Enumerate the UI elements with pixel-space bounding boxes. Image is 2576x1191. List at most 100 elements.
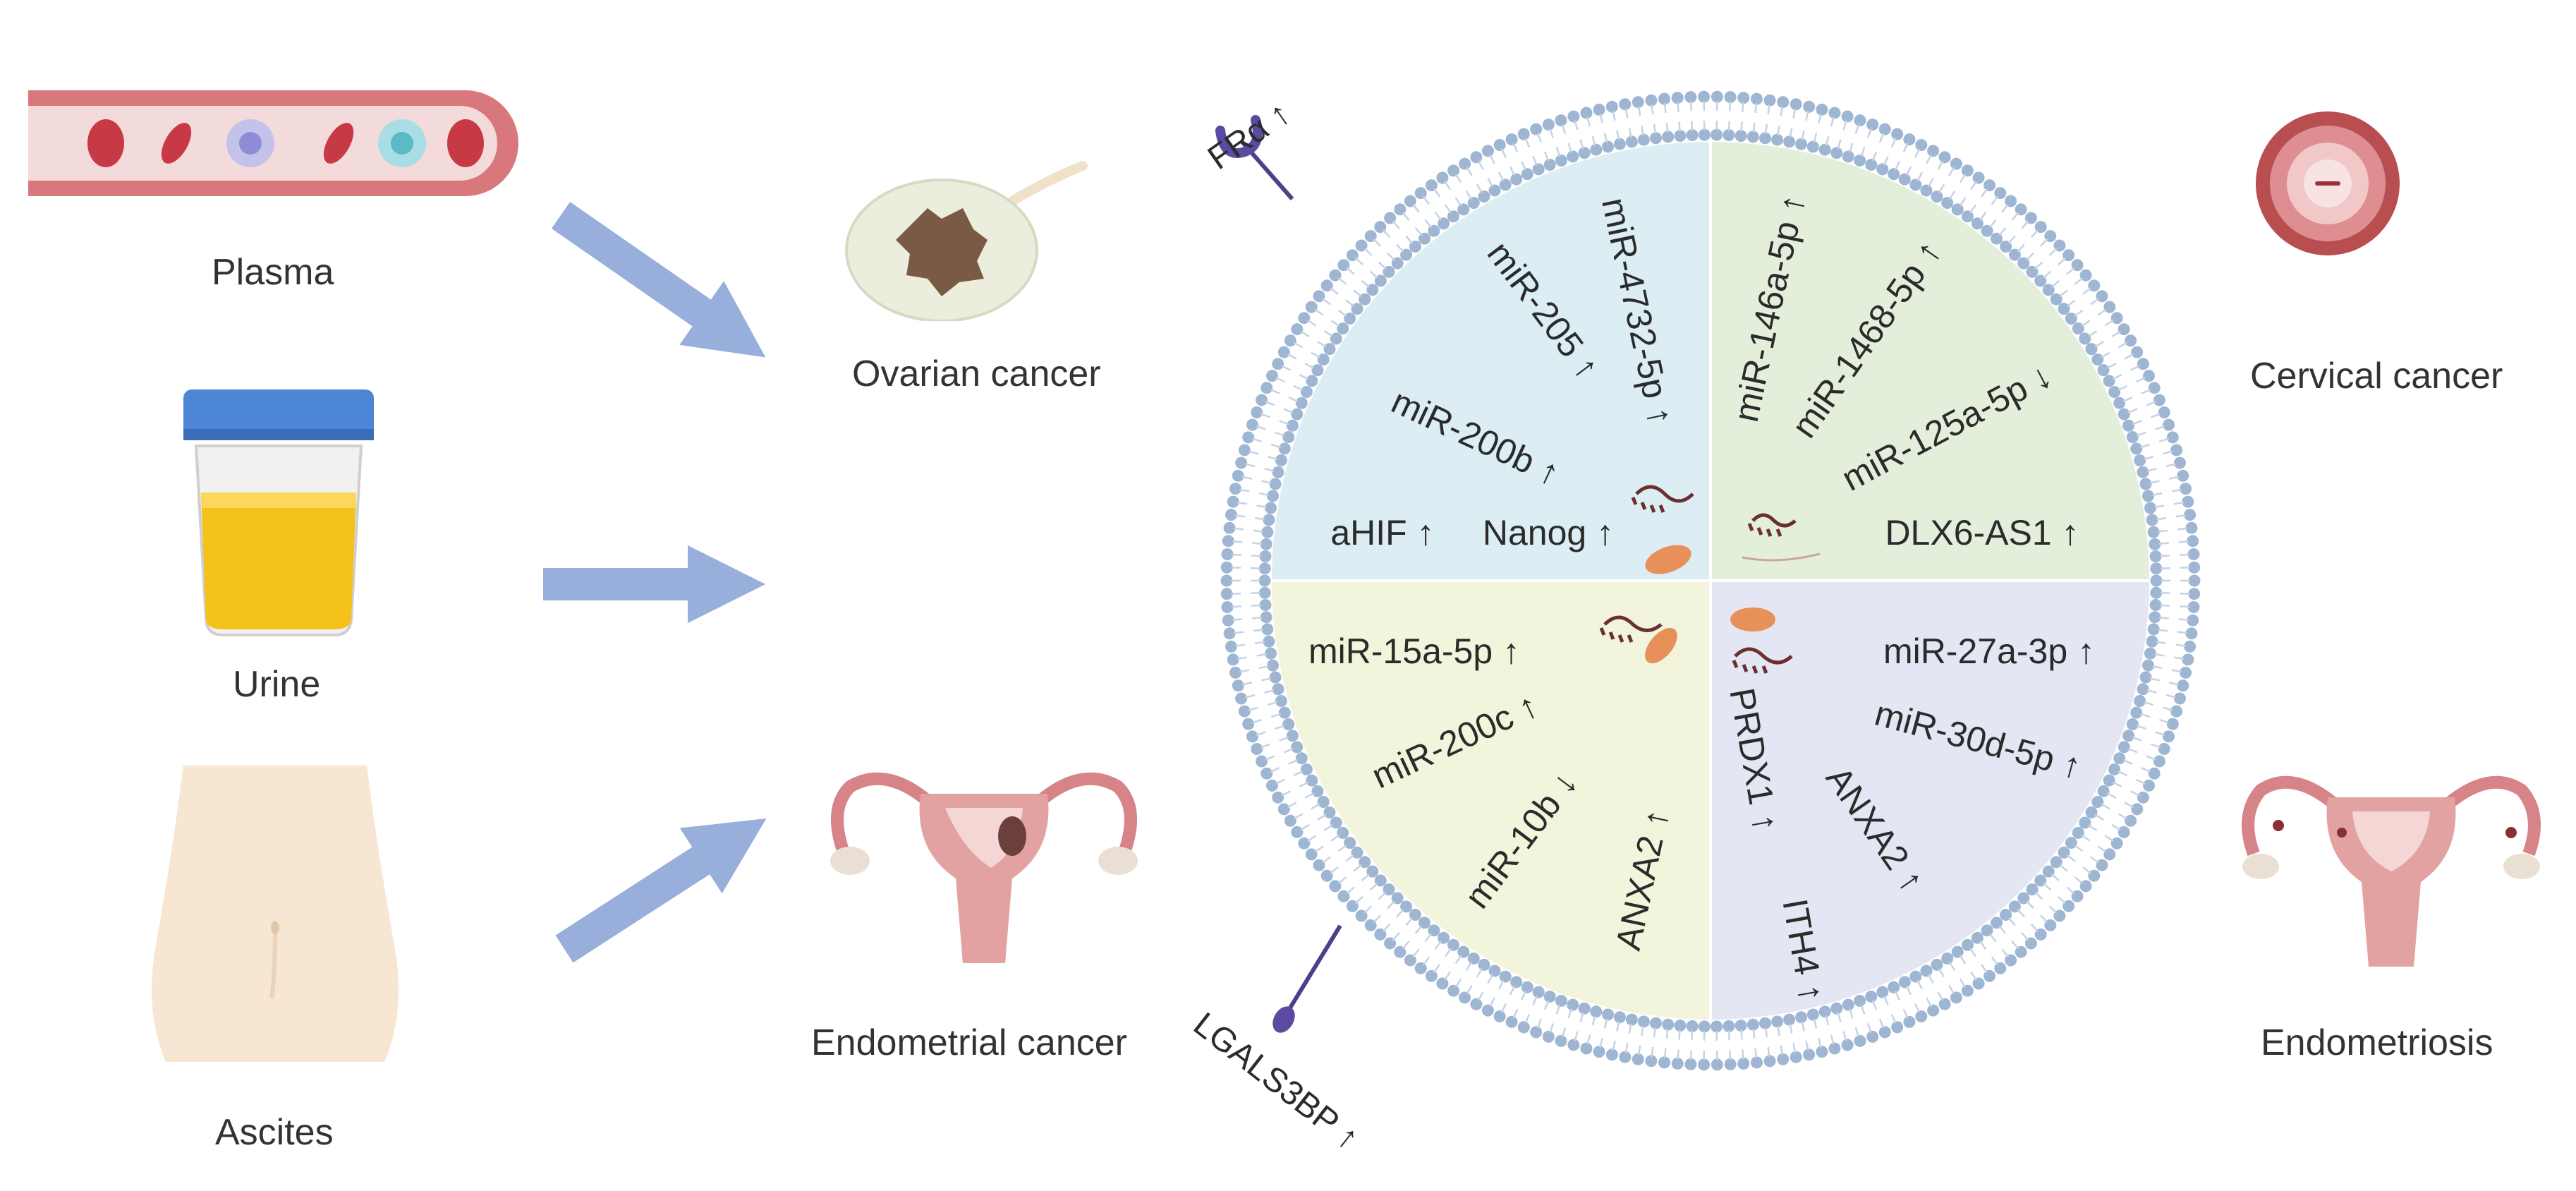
lipid-tail xyxy=(1317,341,1327,348)
lipid-tail xyxy=(2177,527,2188,531)
lipid-tail xyxy=(1354,257,1363,266)
lipid-head xyxy=(2108,763,2121,775)
lipid-tail xyxy=(1902,143,1909,153)
lipid-tail xyxy=(2118,341,2128,349)
lipid-tail xyxy=(1304,363,1315,369)
lipid-head xyxy=(1567,110,1580,123)
lipid-head xyxy=(1854,155,1866,167)
lipid-head xyxy=(1428,924,1440,937)
lipid-head xyxy=(1286,419,1299,432)
extracellular-vesicle-diagram: FRα ↑ LGALS3BP ↑ miR-4732-5p ↑ miR-205 ↑… xyxy=(1186,90,2201,1157)
lipid-head xyxy=(2166,431,2179,444)
lipid-tail xyxy=(1293,813,1304,820)
lipid-tail xyxy=(2141,767,2151,773)
lipid-head xyxy=(1711,90,1723,103)
lipid-head xyxy=(1983,179,1996,192)
urine-container-icon xyxy=(183,389,374,636)
lipid-tail xyxy=(1948,961,1956,972)
lipid-head xyxy=(1400,248,1413,261)
lipid-head xyxy=(1816,1046,1828,1058)
lipid-head xyxy=(1613,1011,1626,1024)
rna-icon xyxy=(1732,647,1793,674)
lipid-head xyxy=(2072,826,2084,839)
lipid-tail xyxy=(2146,755,2156,761)
lipid-tail xyxy=(2155,425,2165,430)
lipid-head xyxy=(1447,210,1459,223)
lipid-head xyxy=(1543,991,1556,1003)
lipid-tail xyxy=(2034,891,2043,900)
lipid-tail xyxy=(2152,492,2163,496)
lipid-head xyxy=(1517,1021,1530,1034)
lipid-head xyxy=(2103,375,2115,387)
lipid-head xyxy=(1306,774,1318,787)
lipid-tail xyxy=(1422,956,1430,966)
lipid-tail xyxy=(2177,631,2188,634)
lipid-tail xyxy=(1265,755,1275,761)
lipid-head xyxy=(2150,586,2163,599)
lipid-tail xyxy=(1555,147,1561,157)
uterus-endometriosis-icon xyxy=(2242,775,2541,967)
lipid-head xyxy=(2005,954,2017,967)
lipid-head xyxy=(2008,248,2021,261)
lipid-head xyxy=(1505,1015,1518,1028)
lipid-head xyxy=(2134,454,2146,466)
lipid-tail xyxy=(2171,669,2182,673)
lipid-tail xyxy=(1444,948,1452,957)
lipid-head xyxy=(2137,791,2149,804)
lipid-tail xyxy=(1599,114,1603,124)
lipid-tail xyxy=(1314,845,1324,853)
lipid-head xyxy=(2149,599,2162,611)
lipid-head xyxy=(1790,1051,1802,1063)
lipid-head xyxy=(1625,135,1638,148)
lipid-tail xyxy=(2074,844,2084,852)
lipid-head xyxy=(1459,991,1471,1004)
lipid-tail xyxy=(2124,802,2134,809)
lipid-tail xyxy=(2156,641,2167,645)
lipid-head xyxy=(2096,859,2108,871)
lipid-tail xyxy=(1591,1015,1596,1026)
lipid-tail xyxy=(1237,501,1248,505)
lipid-head xyxy=(1920,965,1933,977)
lipid-head xyxy=(2024,937,2037,950)
lipid-tail xyxy=(1805,110,1809,121)
lipid-tail xyxy=(1363,248,1373,256)
lipid-tail xyxy=(1373,914,1382,923)
lipid-tail xyxy=(1742,102,1744,112)
lipid-head xyxy=(1941,197,1954,209)
lipid-head xyxy=(1994,187,2007,200)
lipid-tail xyxy=(2179,605,2190,608)
lipid-head xyxy=(1555,1034,1567,1047)
lipid-tail xyxy=(2168,476,2180,480)
lipid-tail xyxy=(1854,123,1860,134)
lipid-tail xyxy=(1866,128,1872,138)
lipid-head xyxy=(1291,323,1304,336)
lipid-tail xyxy=(1254,641,1265,645)
lipid-tail xyxy=(1902,1008,1909,1019)
lipid-tail xyxy=(1392,220,1400,229)
lipid-head xyxy=(2017,257,2030,270)
lipid-head xyxy=(1258,562,1271,575)
lipid-tail xyxy=(1307,319,1317,327)
lipid-tail xyxy=(2001,948,2009,958)
lipid-head xyxy=(2118,826,2130,838)
lipid-head xyxy=(1320,869,1333,882)
lipid-tail xyxy=(2011,940,2019,950)
lipid-head xyxy=(1266,779,1278,792)
lipid-tail xyxy=(1270,767,1280,773)
lipid-tail xyxy=(1489,154,1495,164)
lipid-head xyxy=(1950,991,1962,1004)
lipid-tail xyxy=(1624,108,1629,119)
lipid-tail xyxy=(2011,212,2019,222)
lipid-head xyxy=(1298,312,1311,325)
lipid-tail xyxy=(2039,914,2048,923)
rna-icon xyxy=(1599,615,1663,643)
lipid-head xyxy=(1915,1010,1928,1022)
lipid-tail xyxy=(1628,1023,1632,1034)
lipid-tail xyxy=(1466,167,1473,176)
lipid-head xyxy=(1915,139,1928,151)
lipid-tail xyxy=(1767,1046,1770,1058)
lipid-tail xyxy=(2111,823,2121,831)
lipid-tail xyxy=(2122,759,2133,765)
lipid-head xyxy=(1830,1002,1843,1015)
lipid-head xyxy=(1493,1010,1506,1022)
